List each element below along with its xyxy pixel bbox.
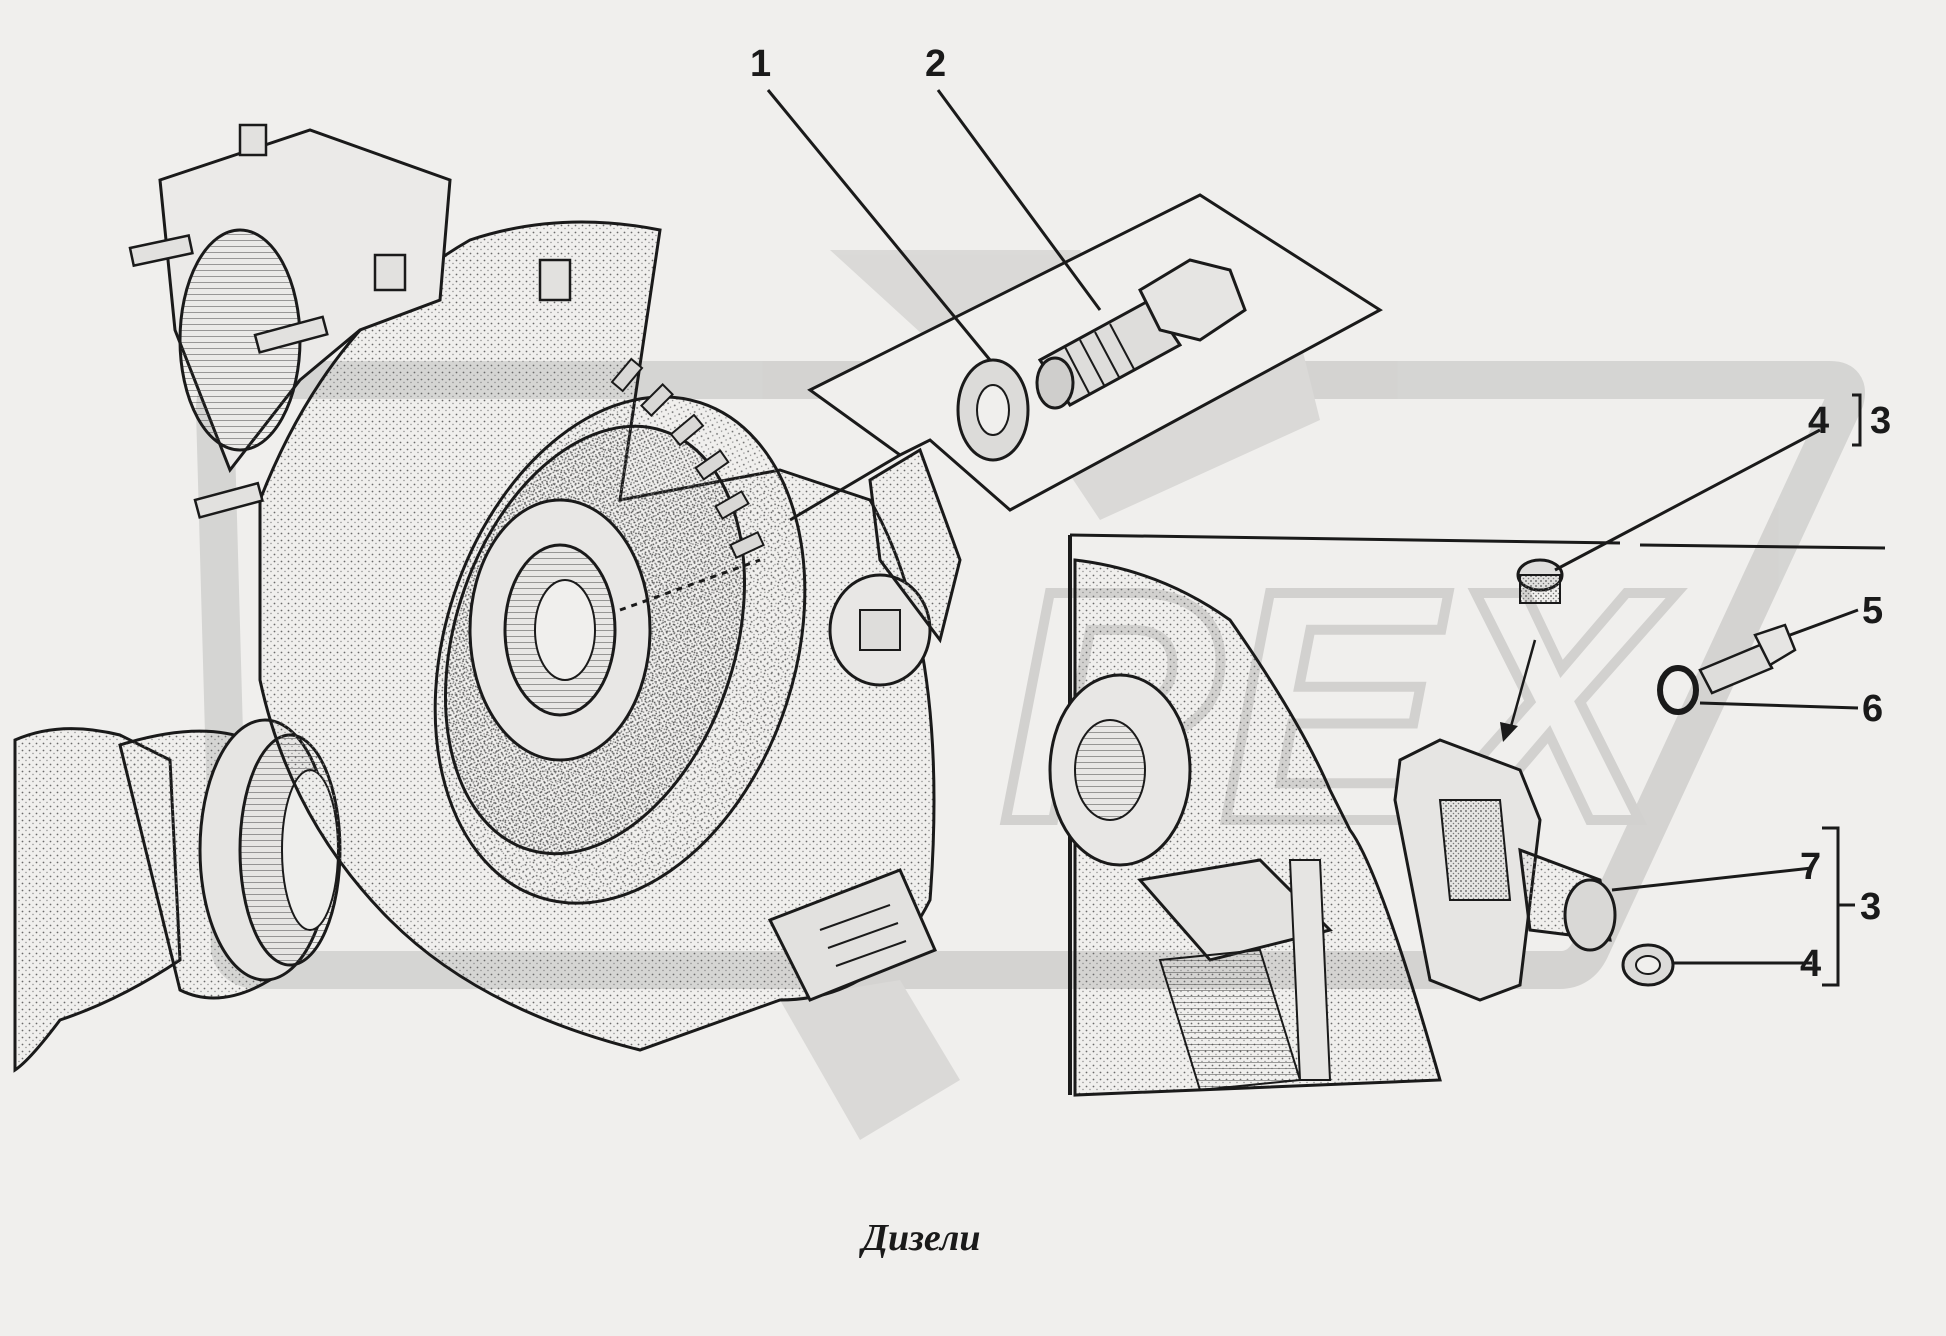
leader-lines — [766, 89, 1862, 987]
figure-caption: Дизели — [862, 1217, 981, 1259]
callout-3-top: 3 — [1870, 400, 1892, 442]
callout-4-bottom: 4 — [1800, 943, 1822, 985]
inset-detail — [1048, 533, 1886, 1097]
callout-3-bottom: 3 — [1860, 886, 1882, 928]
bolt-part — [1035, 258, 1247, 410]
flywheel-housing — [128, 123, 962, 1052]
callout-2: 2 — [925, 43, 947, 85]
callout-7: 7 — [1800, 846, 1822, 888]
callout-4-top: 4 — [1808, 400, 1830, 442]
callout-5: 5 — [1862, 590, 1884, 632]
callout-1: 1 — [750, 43, 772, 85]
callout-6: 6 — [1862, 688, 1884, 730]
bolt-detail-panel — [789, 193, 1383, 522]
